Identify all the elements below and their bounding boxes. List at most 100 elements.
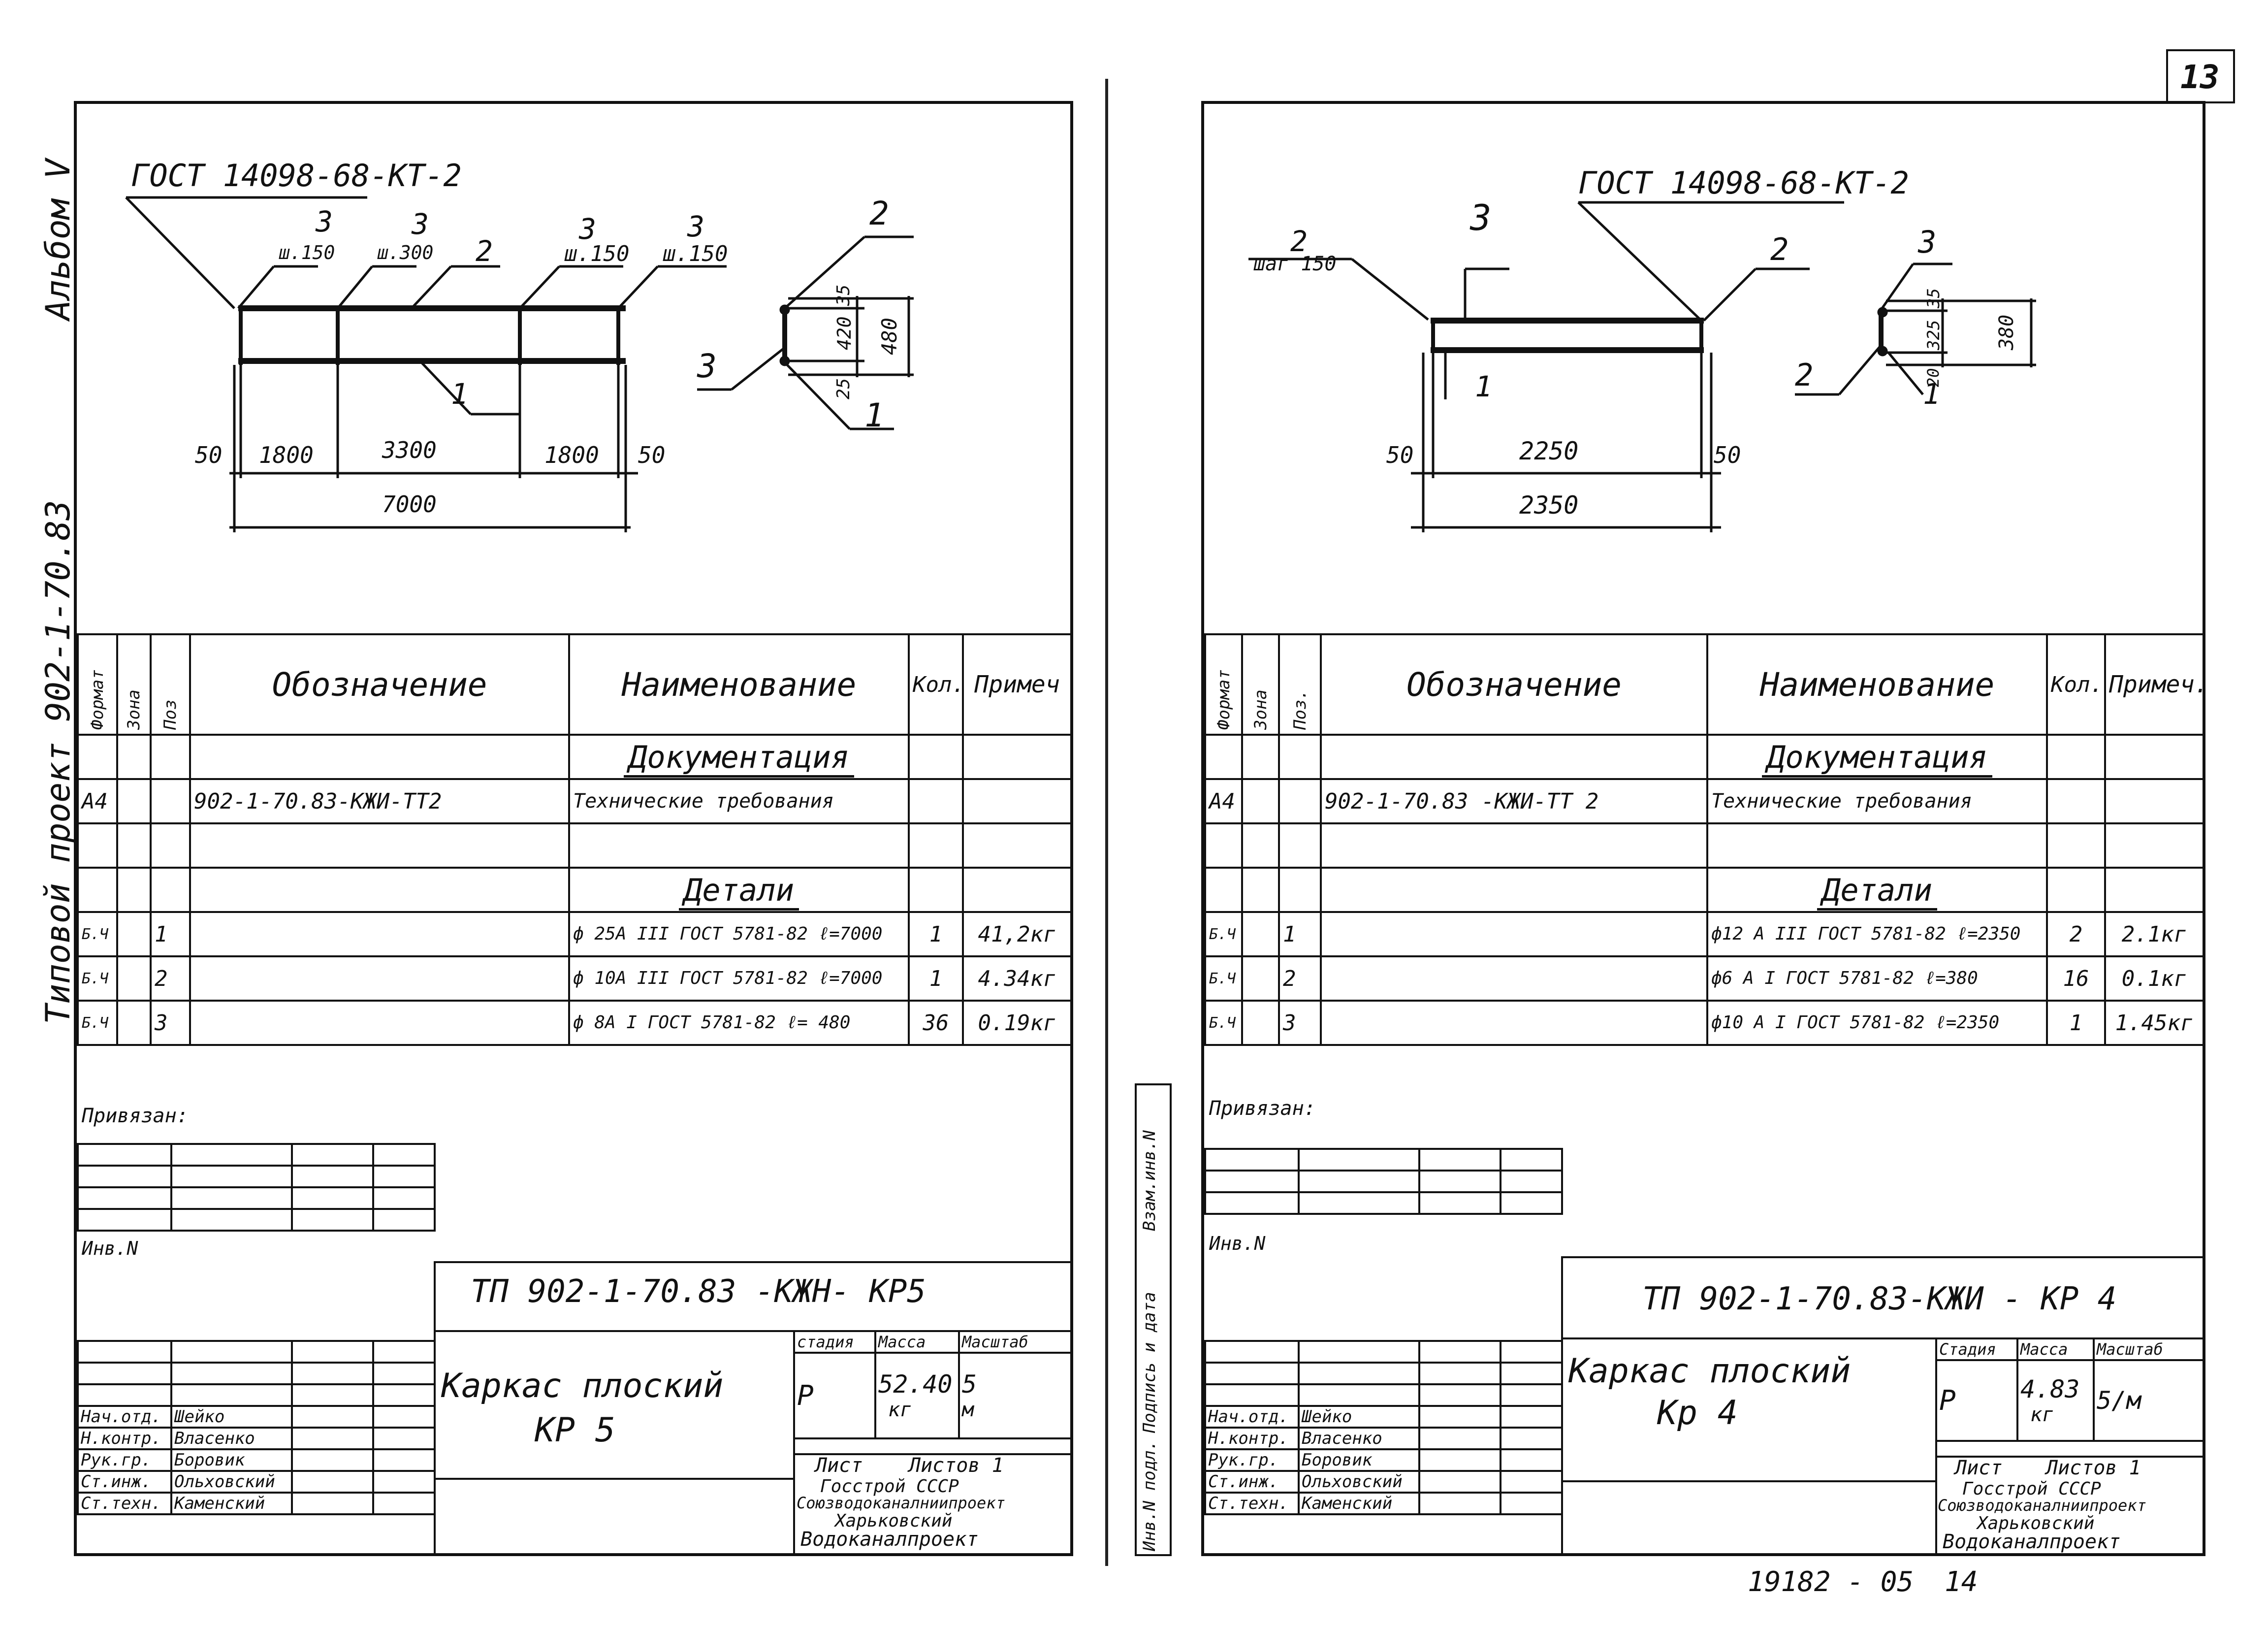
scale-value: 5/м [2097, 1386, 2141, 1415]
right-signers: Нач.отд.Шейко Н.контр.Власенко Рук.гр.Бо… [1204, 1340, 1563, 1515]
left-callout: 2 [869, 195, 889, 232]
project-label: Типовой проект 902-1-70.83 [39, 500, 78, 1024]
signer-role: Н.контр. [77, 1427, 172, 1450]
left-spec-table: Формат Зона Поз Обозначение Наименование… [77, 633, 1072, 1046]
spec-row: Детали [77, 867, 1072, 913]
right-title-block [1561, 1256, 2203, 1553]
signer-name: Власенко [170, 1427, 293, 1450]
spec-row: А4 902-1-70.83 -КЖИ-ТТ 2 Технические тре… [1204, 778, 2204, 824]
col-note: Примеч. [2104, 633, 2204, 736]
cell-format: Б.Ч [77, 911, 118, 957]
left-pitch: ш.150 [564, 241, 630, 266]
cell-pos: 3 [1278, 1000, 1322, 1046]
stage-value: Р [1935, 1359, 2018, 1442]
cell-qty: 16 [2046, 955, 2106, 1002]
signer-role: Ст.инж. [77, 1470, 172, 1494]
col-zone: Зона [1241, 633, 1280, 736]
cell-qty: 1 [908, 955, 964, 1002]
col-designation: Обозначение [189, 633, 570, 736]
footer-number: 14 [1945, 1566, 1978, 1598]
spec-row: А4 902-1-70.83-КЖИ-ТТ2 Технические требо… [77, 778, 1072, 824]
col-qty: Кол. [908, 633, 964, 736]
signer-role: Н.контр. [1204, 1427, 1300, 1450]
left-callout: 3 [697, 347, 717, 385]
org-line: Харьковский [1977, 1513, 2095, 1533]
cell-qty: 1 [908, 911, 964, 957]
col-designation: Обозначение [1320, 633, 1708, 736]
left-pitch: ш.150 [279, 242, 335, 263]
footer-code: 19182 - 05 [1748, 1566, 1914, 1598]
cell-format: А4 [77, 778, 118, 824]
signature [1418, 1448, 1501, 1472]
cell-format: А4 [1204, 778, 1243, 824]
org-line: Водоканалпроект [1943, 1531, 2121, 1553]
spec-row [1204, 822, 2204, 869]
mass-label: Масса [874, 1330, 960, 1354]
signature [291, 1492, 374, 1515]
left-section-dim: 25 [833, 378, 854, 399]
inv-label: Инв.N [1209, 1233, 1266, 1254]
signer-role: Ст.техн. [77, 1492, 172, 1515]
signature [1418, 1405, 1501, 1429]
left-title-mark: КР 5 [535, 1411, 615, 1450]
left-dim: 1800 [544, 442, 599, 468]
cell-format: Б.Ч [77, 955, 118, 1002]
left-callout: 2 [476, 234, 493, 268]
right-section-dim: 325 [1924, 320, 1944, 350]
right-drawing [1248, 201, 2036, 532]
bound-label: Привязан: [82, 1105, 189, 1127]
page-number-box: 13 [2166, 49, 2235, 103]
side-strip [1135, 1083, 1172, 1556]
bound-label: Привязан: [1209, 1097, 1316, 1120]
signer-role: Рук.гр. [77, 1448, 172, 1472]
right-section-dim: 35 [1924, 288, 1944, 308]
mass-unit: кг [888, 1399, 912, 1421]
cell-note: 0.19кг [962, 1000, 1072, 1046]
left-dim: 50 [638, 442, 666, 468]
cell-pos: 3 [150, 1000, 191, 1046]
right-pitch: шаг 150 [1253, 253, 1337, 275]
left-sheet: ГОСТ 14098-68-КТ-2 3 3 2 3 3 ш.150 ш.300… [74, 101, 1073, 1556]
right-callout: 2 [1290, 225, 1308, 258]
sheet-label: Лист [815, 1454, 863, 1477]
right-callout: 1 [1475, 370, 1492, 403]
col-format: Формат [1204, 633, 1243, 736]
spec-row: Б.Ч 1 ф12 А III ГОСТ 5781-82 ℓ=2350 2 2.… [1204, 911, 2204, 957]
cell-note: 41,2кг [962, 911, 1072, 957]
col-qty: Кол. [2046, 633, 2106, 736]
signature [291, 1448, 374, 1472]
signature [291, 1405, 374, 1429]
right-dim: 50 [1386, 442, 1414, 468]
signer-name: Шейко [170, 1405, 293, 1429]
spec-row [77, 822, 1072, 869]
cell-note: 1.45кг [2104, 1000, 2204, 1046]
right-callout: 1 [1923, 377, 1940, 411]
left-section-dim: 35 [833, 284, 854, 306]
stage-label: стадия [793, 1330, 876, 1354]
col-zone: Зона [116, 633, 152, 736]
org-line: Союзводоканалниипроект [797, 1494, 1005, 1512]
left-drawing [125, 196, 914, 532]
cell-name: ф 25А III ГОСТ 5781-82 ℓ=7000 [568, 911, 910, 957]
section-title: Детали [568, 867, 910, 913]
spec-header-row: Формат Зона Поз. Обозначение Наименовани… [1204, 633, 2204, 736]
signer-name: Каменский [170, 1492, 293, 1515]
left-dim: 1800 [259, 442, 314, 468]
left-callout: 3 [316, 205, 333, 238]
cell-pos: 2 [150, 955, 191, 1002]
left-callout: 3 [687, 210, 704, 243]
sheets-label: Листов 1 [2046, 1457, 2141, 1479]
right-section-dim: 20 [1924, 368, 1943, 387]
mass-unit: кг [2030, 1403, 2054, 1426]
left-callout: 1 [864, 396, 884, 434]
right-title-name: Каркас плоский [1568, 1352, 1851, 1391]
cell-format: Б.Ч [1204, 955, 1243, 1002]
spec-row: Б.Ч 1 ф 25А III ГОСТ 5781-82 ℓ=7000 1 41… [77, 911, 1072, 957]
col-note: Примеч [962, 633, 1072, 736]
scale-unit: м [962, 1399, 974, 1421]
col-pos: Поз. [1278, 633, 1322, 736]
col-name: Наименование [568, 633, 910, 736]
signer-role: Рук.гр. [1204, 1448, 1300, 1472]
signer-name: Боровик [1298, 1448, 1420, 1472]
signer-role: Нач.отд. [1204, 1405, 1300, 1429]
